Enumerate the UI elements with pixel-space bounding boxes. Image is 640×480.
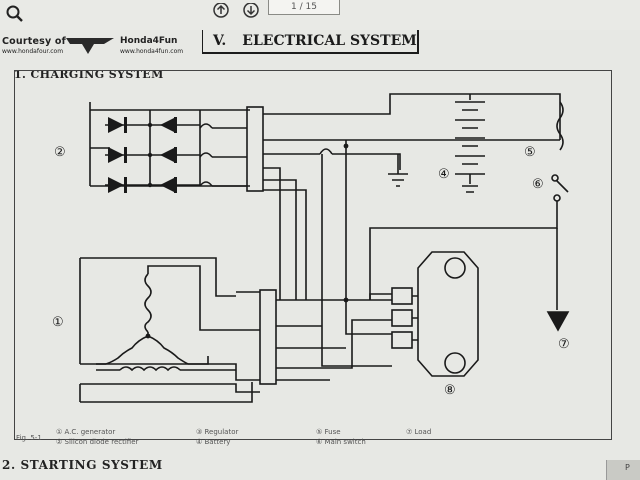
next-page-button[interactable] xyxy=(240,0,262,22)
callout-1: ① xyxy=(52,315,64,330)
section-number: V. xyxy=(213,33,227,49)
charging-diagram: ② ④ ⑤ ⑥ ① ⑦ ⑧ xyxy=(52,93,570,403)
corner-text: P xyxy=(625,463,630,472)
arrow-down-circle-icon xyxy=(243,3,259,18)
credit-left-url: www.hondafour.com xyxy=(2,48,64,55)
callout-7: ⑦ xyxy=(558,337,570,352)
document-page: Courtesy of www.hondafour.com Honda4Fun … xyxy=(0,30,640,480)
credit-banner: Courtesy of www.hondafour.com Honda4Fun … xyxy=(2,36,210,58)
credit-right: Honda4Fun xyxy=(120,36,178,46)
legend-item: ⑦ Load xyxy=(406,428,432,436)
credit-right-url: www.honda4fun.com xyxy=(120,48,184,55)
callout-2: ② xyxy=(54,145,66,160)
subheading-starting: 2. STARTING SYSTEM xyxy=(2,458,163,472)
arrow-up-circle-icon xyxy=(213,3,229,18)
search-icon xyxy=(6,5,23,22)
callout-6: ⑥ xyxy=(532,177,544,192)
section-title: ELECTRICAL SYSTEM xyxy=(242,33,417,49)
legend-item: ② Silicon diode rectifier xyxy=(56,438,139,446)
legend-item: ③ Regulator xyxy=(196,428,239,436)
subheading-charging: 1. CHARGING SYSTEM xyxy=(14,68,164,81)
legend-item: ⑤ Fuse xyxy=(316,428,341,436)
viewer-toolbar: 1 / 15 xyxy=(0,0,640,31)
page-number-field[interactable]: 1 / 15 xyxy=(268,0,340,15)
section-title-box: V. ELECTRICAL SYSTEM xyxy=(202,30,419,54)
legend-item: ① A.C. generator xyxy=(56,428,116,436)
page-indicator: 1 / 15 xyxy=(291,2,317,12)
credit-left: Courtesy of xyxy=(2,36,66,47)
prev-page-button[interactable] xyxy=(210,0,232,22)
legend-item: ⑥ Main switch xyxy=(316,438,366,446)
corner-panel: P xyxy=(606,460,640,480)
callout-8: ⑧ xyxy=(444,383,456,398)
callout-5: ⑤ xyxy=(524,145,536,160)
logo-wing-icon xyxy=(66,38,114,54)
figure-frame xyxy=(14,70,612,440)
callout-4: ④ xyxy=(438,167,450,182)
search-button[interactable] xyxy=(4,3,26,25)
legend-item: ④ Battery xyxy=(196,438,231,446)
figure-label: Fig. 5-1 xyxy=(16,434,42,442)
